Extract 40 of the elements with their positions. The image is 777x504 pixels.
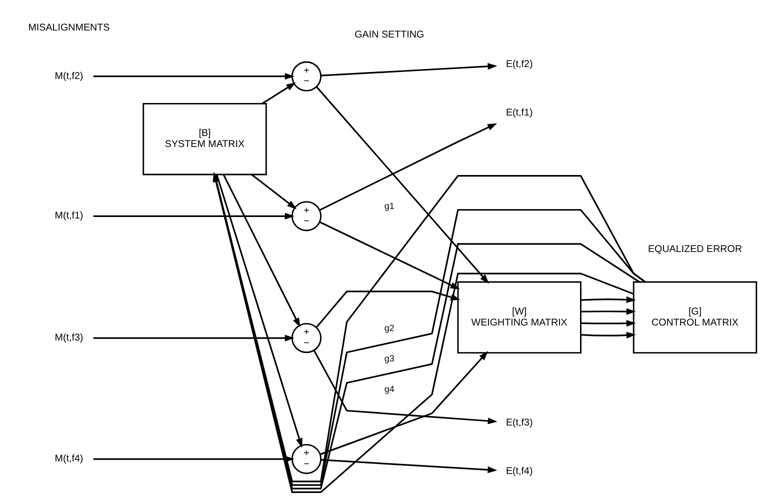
node-box: [B] SYSTEM MATRIX: [142, 102, 267, 176]
arrow: [580, 308, 636, 315]
edge-label: g1: [384, 200, 394, 211]
label: GAIN SETTING: [354, 30, 424, 41]
node-text: E(t,f4): [506, 466, 533, 478]
arrow: [320, 63, 498, 76]
arrow: [320, 459, 498, 474]
node-circle: + −: [291, 201, 322, 232]
arrow: [262, 82, 296, 104]
edge-label: g4: [384, 384, 394, 394]
node-text: M(t,f4): [54, 454, 84, 465]
arrow: [319, 123, 498, 211]
arrow: [580, 332, 636, 339]
node-text: E(t,f3): [506, 418, 533, 429]
node-text: E(t,f2): [506, 59, 533, 70]
edge-label: g2: [384, 322, 394, 333]
node-text: E(t,f1): [506, 108, 533, 119]
arrow: [580, 320, 636, 327]
node-box: [W] WEIGHTING MATRIX: [457, 281, 582, 354]
node-text: M(t,f2): [54, 70, 84, 82]
arrow: [316, 86, 490, 284]
arrow: [313, 350, 498, 424]
arrow: [93, 334, 294, 342]
arrow: [93, 73, 294, 80]
arrow: [216, 174, 302, 448]
arrow: [319, 221, 460, 290]
arrow: [580, 296, 636, 303]
node-text: M(t,f1): [54, 210, 84, 222]
node-circle: + −: [291, 322, 322, 354]
label: EQUALIZED ERROR: [648, 244, 742, 255]
label: MISALIGNMENTS: [28, 22, 110, 34]
arrow: [320, 351, 488, 456]
arrow: [251, 174, 297, 210]
arrow: [222, 174, 300, 328]
edge-label: g3: [384, 353, 394, 364]
node-text: M(t,f3): [54, 332, 84, 344]
node-box: [G] CONTROL MATRIX: [632, 281, 758, 354]
arrow: [93, 212, 294, 220]
node-circle: + −: [291, 61, 322, 92]
node-circle: + −: [291, 444, 322, 474]
